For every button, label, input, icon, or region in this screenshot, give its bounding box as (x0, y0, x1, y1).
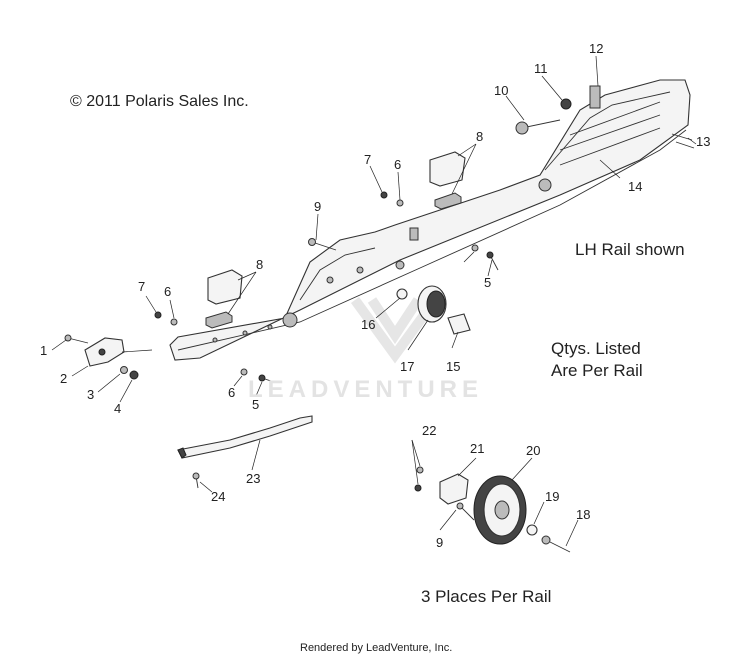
wear-strip (177, 415, 313, 459)
qtys-note-line1: Qtys. Listed (551, 339, 641, 358)
lh-rail-note: LH Rail shown (575, 240, 685, 259)
callout-14: 14 (628, 179, 643, 194)
callout-21: 21 (470, 441, 485, 456)
leader-lines (51, 55, 697, 547)
washer-6-lower (240, 368, 248, 376)
callout-16: 16 (361, 317, 376, 332)
callout-7-left: 7 (138, 279, 146, 294)
callout-5-right: 5 (484, 275, 492, 290)
callout-5-lower: 5 (252, 397, 260, 412)
watermark-logo (350, 297, 440, 364)
callout-23: 23 (246, 471, 261, 486)
callout-15: 15 (446, 359, 461, 374)
spacer-15 (447, 313, 471, 335)
nut-22b (414, 484, 422, 492)
callout-6-lower: 6 (228, 385, 236, 400)
idler-wheel-20 (473, 475, 527, 545)
callout-7-top: 7 (364, 152, 372, 167)
nut-11 (560, 98, 572, 110)
callout-22: 22 (422, 423, 437, 438)
nut-7-left (154, 311, 162, 319)
washer-6-left (170, 318, 178, 326)
callout-6-top: 6 (394, 157, 402, 172)
callout-18: 18 (576, 507, 591, 522)
wheel-17 (417, 285, 447, 323)
bolt-13b (675, 141, 695, 149)
callout-12: 12 (589, 41, 604, 56)
slide-rail (169, 79, 691, 361)
callout-13: 13 (696, 134, 711, 149)
label-8-left-parts (205, 269, 243, 329)
callout-9-lower: 9 (436, 535, 444, 550)
washer-6-top (396, 199, 404, 207)
callout-20: 20 (526, 443, 541, 458)
callout-8-top: 8 (476, 129, 484, 144)
nut-4 (129, 370, 139, 380)
bolt-9-upper (311, 241, 337, 251)
label-8-top-parts (429, 151, 466, 210)
callout-1: 1 (40, 343, 48, 358)
washer-6-right (471, 244, 479, 252)
washer-16 (396, 288, 408, 300)
callout-8-left: 8 (256, 257, 264, 272)
places-note: 3 Places Per Rail (421, 587, 552, 606)
callout-19: 19 (545, 489, 560, 504)
callout-6-left: 6 (164, 284, 172, 299)
watermark-text: LEADVENTURE (248, 376, 484, 403)
callout-3: 3 (87, 387, 95, 402)
axle-21 (439, 473, 469, 505)
nut-22a (416, 466, 424, 474)
washer-19 (526, 524, 538, 536)
washer-3 (120, 366, 128, 374)
bolt-13a (671, 133, 693, 141)
callout-24: 24 (211, 489, 226, 504)
callout-10: 10 (494, 83, 509, 98)
callout-17: 17 (400, 359, 415, 374)
nut-7-top (380, 191, 388, 199)
qtys-note-line2: Are Per Rail (551, 361, 643, 380)
callout-2: 2 (60, 371, 68, 386)
callout-9-upper: 9 (314, 199, 322, 214)
callout-11: 11 (534, 61, 548, 76)
callout-4: 4 (114, 401, 122, 416)
footer-credit: Rendered by LeadVenture, Inc. (300, 642, 453, 654)
copyright-text: © 2011 Polaris Sales Inc. (70, 93, 249, 110)
